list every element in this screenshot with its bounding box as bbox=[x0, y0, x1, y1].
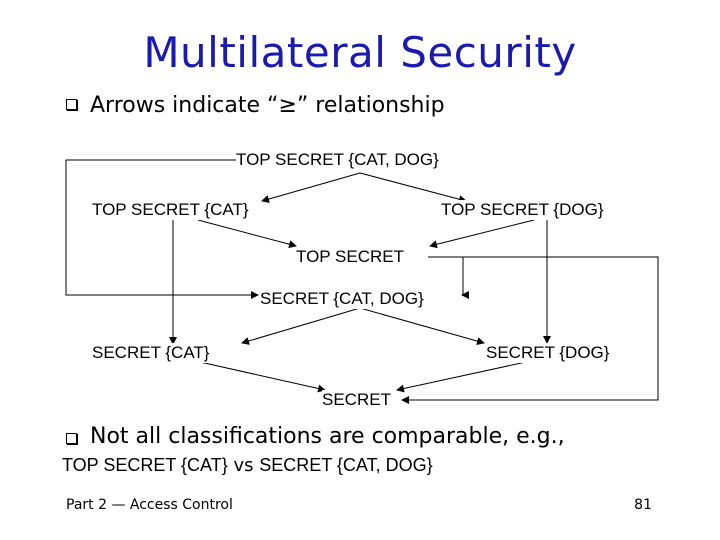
node-top-secret: TOP SECRET bbox=[296, 247, 405, 267]
arrow-tsdog-ts bbox=[429, 219, 535, 249]
example-vs: vs bbox=[227, 455, 260, 476]
bullet-icon bbox=[66, 433, 77, 444]
arrow-scatdog-sdog bbox=[359, 307, 485, 345]
arrow-tscatdog-tsdog bbox=[359, 172, 467, 204]
arrow-loop-right bbox=[401, 256, 659, 404]
node-secret: SECRET bbox=[322, 390, 391, 410]
node-top-secret-cat-dog: TOP SECRET {CAT, DOG} bbox=[236, 150, 439, 170]
bullet-arrows-indicate: Arrows indicate “≥” relationship bbox=[90, 93, 445, 118]
arrow-sdog-s bbox=[396, 361, 527, 393]
example-ts-cat: TOP SECRET {CAT} bbox=[62, 455, 228, 475]
node-top-secret-dog: TOP SECRET {DOG} bbox=[441, 200, 604, 220]
arrow-tscat-ts bbox=[197, 219, 297, 249]
arrow-scat-s bbox=[199, 361, 326, 393]
bullet-not-comparable: Not all classifications are comparable, … bbox=[90, 424, 565, 449]
node-top-secret-cat: TOP SECRET {CAT} bbox=[92, 200, 249, 220]
example-comparison: TOP SECRET {CAT} vs SECRET {CAT, DOG} bbox=[62, 455, 433, 476]
slide-title: Multilateral Security bbox=[143, 28, 577, 77]
node-secret-dog: SECRET {DOG} bbox=[486, 343, 610, 363]
node-secret-cat: SECRET {CAT} bbox=[92, 343, 210, 363]
arrow-tscatdog-tscat bbox=[261, 172, 361, 203]
page-number: 81 bbox=[634, 497, 652, 513]
footer-section: Part 2 — Access Control bbox=[66, 497, 233, 513]
bullet-icon bbox=[66, 99, 77, 110]
node-secret-cat-dog: SECRET {CAT, DOG} bbox=[260, 289, 424, 309]
example-s-cat-dog: SECRET {CAT, DOG} bbox=[259, 455, 433, 475]
arrow-scatdog-scat bbox=[241, 307, 361, 345]
arrow-loop-left bbox=[65, 159, 259, 299]
